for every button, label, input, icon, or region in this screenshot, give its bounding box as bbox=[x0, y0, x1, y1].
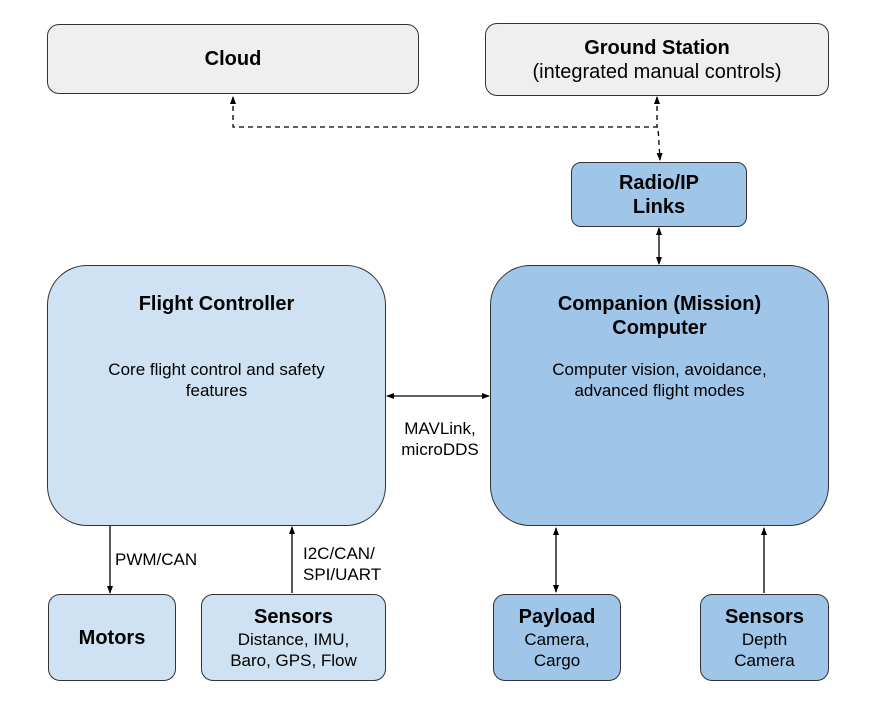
cc-desc-line2: advanced flight modes bbox=[574, 381, 745, 400]
sensors-fc-desc-line2: Baro, GPS, Flow bbox=[230, 650, 357, 670]
payload-title: Payload bbox=[518, 605, 596, 628]
payload-node: Payload Camera, Cargo bbox=[493, 594, 621, 681]
fc-motors-label: PWM/CAN bbox=[115, 550, 198, 569]
fc-title: Flight Controller bbox=[138, 293, 295, 315]
sensors-fc-desc-line1: Distance, IMU, bbox=[237, 629, 350, 649]
sensors-fc-label-line2: SPI/UART bbox=[303, 565, 382, 584]
dashed-link-cloud bbox=[230, 96, 663, 161]
sensors-cc-desc-line2: Camera bbox=[734, 650, 795, 670]
payload-desc-line2: Cargo bbox=[533, 650, 581, 670]
fc-cc-label: MAVLink, microDDS bbox=[390, 418, 490, 460]
sensors-fc-title: Sensors bbox=[254, 605, 333, 628]
fc-cc-label-line1: MAVLink, bbox=[404, 419, 476, 438]
ground-station-node: Ground Station (integrated manual contro… bbox=[485, 23, 829, 96]
sensors-fc-label: I2C/CAN/ SPI/UART bbox=[303, 543, 381, 585]
payload-desc-line1: Camera, bbox=[524, 629, 590, 649]
cloud-title: Cloud bbox=[204, 48, 262, 70]
sensors-fc-label-line1: I2C/CAN/ bbox=[303, 544, 375, 563]
cc-title-line1: Companion (Mission) bbox=[557, 293, 762, 315]
companion-node: Companion (Mission) Computer Computer vi… bbox=[490, 265, 829, 526]
radio-title-line2: Links bbox=[632, 195, 686, 218]
cc-desc-line1: Computer vision, avoidance, bbox=[552, 360, 767, 379]
sensors-cc-title: Sensors bbox=[725, 605, 804, 628]
motors-node: Motors bbox=[48, 594, 176, 681]
sensors-fc-node: Sensors Distance, IMU, Baro, GPS, Flow bbox=[201, 594, 386, 681]
radio-title-line1: Radio/IP bbox=[618, 171, 699, 194]
fc-desc-line1: Core flight control and safety bbox=[108, 360, 325, 379]
radio-node: Radio/IP Links bbox=[571, 162, 747, 227]
fc-desc-line2: features bbox=[185, 381, 248, 400]
sensors-cc-desc-line1: Depth bbox=[741, 629, 788, 649]
cc-title-line2: Computer bbox=[612, 317, 707, 339]
ground-station-title: Ground Station bbox=[584, 36, 730, 59]
cloud-node: Cloud bbox=[47, 24, 419, 94]
sensors-cc-node: Sensors Depth Camera bbox=[700, 594, 829, 681]
fc-cc-label-line2: microDDS bbox=[401, 440, 479, 459]
ground-station-subtitle: (integrated manual controls) bbox=[532, 60, 782, 83]
motors-title: Motors bbox=[78, 626, 146, 649]
flight-controller-node: Flight Controller Core flight control an… bbox=[47, 265, 386, 526]
